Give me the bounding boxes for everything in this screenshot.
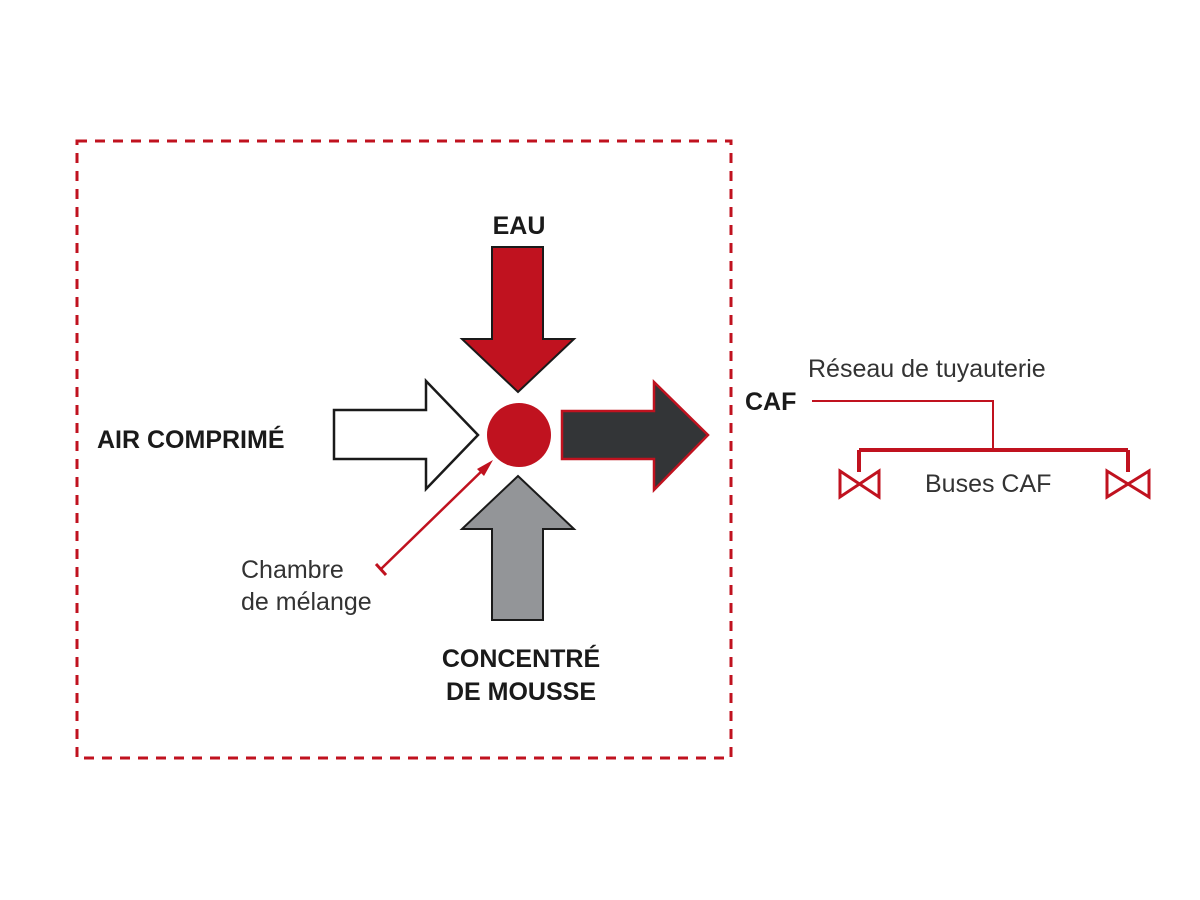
caf-output-arrow xyxy=(560,379,710,494)
compressed-air-label: AIR COMPRIMÉ xyxy=(97,425,285,454)
mixing-chamber-pointer-head xyxy=(477,460,493,476)
water-arrow xyxy=(459,246,577,394)
system-boundary xyxy=(75,139,733,760)
piping-network xyxy=(812,400,1130,472)
water-label: EAU xyxy=(493,212,546,240)
piping-network-label: Réseau de tuyauterie xyxy=(808,355,1046,383)
foam-concentrate-arrow xyxy=(459,474,577,621)
mixing-chamber-label-line1: Chambre xyxy=(241,556,344,584)
valve-bowtie-icon xyxy=(1105,468,1151,500)
mixing-chamber xyxy=(487,403,551,467)
caf-label: CAF xyxy=(745,388,796,416)
valve-bowtie-icon xyxy=(838,468,881,500)
compressed-air-arrow xyxy=(332,377,480,493)
foam-concentrate-label-line2: DE MOUSSE xyxy=(446,678,596,706)
foam-concentrate-label-line1: CONCENTRÉ xyxy=(442,644,600,673)
mixing-chamber-pointer-tick xyxy=(374,562,388,577)
mixing-chamber-pointer xyxy=(380,464,489,570)
caf-nozzles-label: Buses CAF xyxy=(925,470,1051,498)
mixing-chamber-label-line2: de mélange xyxy=(241,588,372,616)
